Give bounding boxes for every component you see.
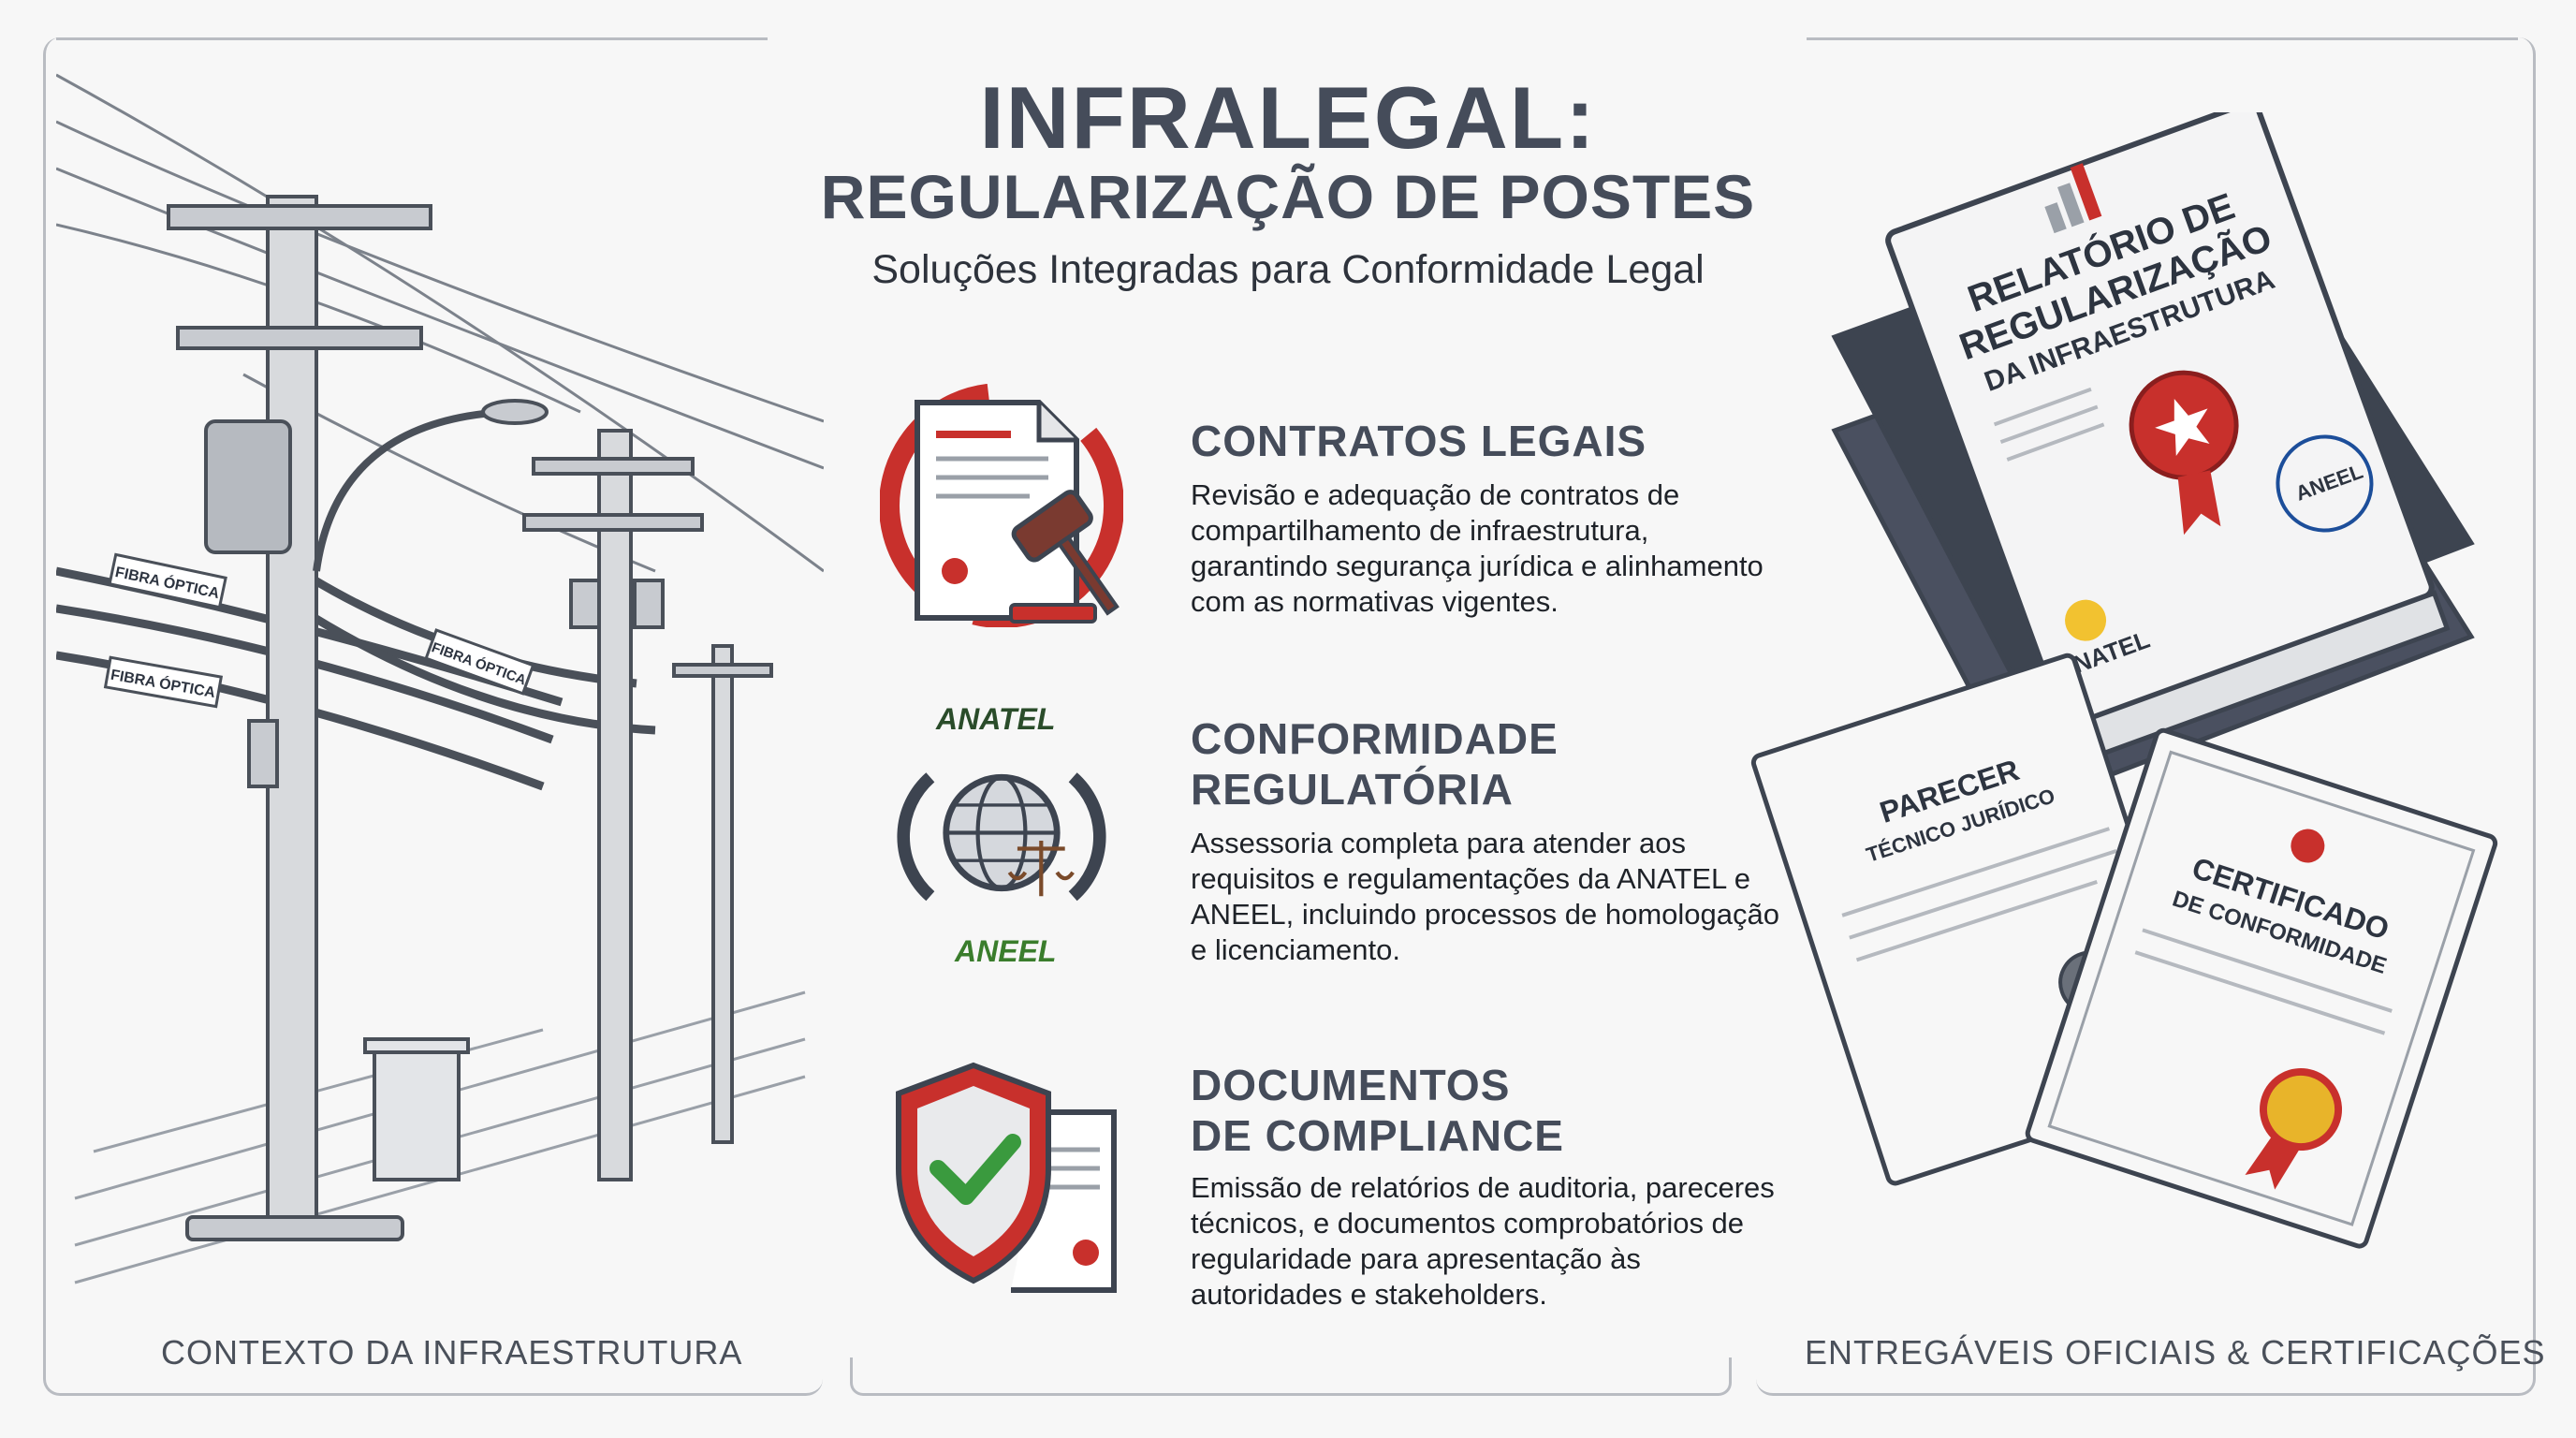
left-panel-frame xyxy=(43,37,823,1396)
cable-label-1: FIBRA ÓPTICA xyxy=(108,552,227,609)
shield-check-icon xyxy=(896,1062,1117,1293)
cable-label-3: FIBRA ÓPTICA xyxy=(103,655,224,709)
utility-poles-illustration: FIBRA ÓPTICA FIBRA ÓPTICA FIBRA ÓPTICA xyxy=(56,73,824,1284)
section-title-line1: DOCUMENTOS xyxy=(1191,1061,1511,1109)
section-title-line2: REGULATÓRIA xyxy=(1191,765,1514,814)
section-body: Assessoria completa para atender aos req… xyxy=(1191,827,1779,966)
anatel-logo-label: ANATEL xyxy=(936,702,1056,736)
section-title: CONTRATOS LEGAIS xyxy=(1191,417,1647,465)
section-body: Emissão de relatórios de auditoria, pare… xyxy=(1191,1171,1775,1311)
section-contratos-legais: CONTRATOS LEGAIS Revisão e adequação de … xyxy=(880,384,1778,655)
street-cabinet xyxy=(363,1037,470,1181)
contract-gavel-icon xyxy=(880,384,1123,627)
section-documentos-compliance: DOCUMENTOS DE COMPLIANCE Emissão de rela… xyxy=(880,1056,1778,1337)
aneel-logo-label: ANEEL xyxy=(955,934,1057,968)
section-title-line1: CONFORMIDADE xyxy=(1191,714,1559,763)
right-panel-caption: ENTREGÁVEIS OFICIAIS & CERTIFICAÇÕES xyxy=(1805,1333,2546,1372)
street-light-head xyxy=(481,399,549,425)
street-light-arm xyxy=(313,408,506,572)
right-panel-top-line xyxy=(1807,37,2518,40)
page-title: INFRALEGAL: xyxy=(979,68,1597,167)
section-body: Revisão e adequação de contratos de comp… xyxy=(1191,478,1764,618)
second-pole xyxy=(522,429,704,1181)
third-pole xyxy=(672,644,773,1144)
left-panel-top-line xyxy=(56,37,768,40)
page-subtitle: Soluções Integradas para Conformidade Le… xyxy=(871,247,1705,292)
globe-scales-icon xyxy=(897,772,1106,902)
right-panel-frame xyxy=(1756,37,2536,1396)
section-title-line2: DE COMPLIANCE xyxy=(1191,1111,1564,1160)
center-panel-bottom-frame xyxy=(850,1357,1732,1396)
section-conformidade-regulatoria: ANATEL ANEEL CONFORMIDADE REGULATÓRIA As… xyxy=(880,700,1779,981)
report-book: RELATÓRIO DE REGULARIZAÇÃO DA INFRAESTRU… xyxy=(1885,112,2451,766)
official-documents-illustration: RELATÓRIO DE REGULARIZAÇÃO DA INFRAESTRU… xyxy=(1750,112,2498,1249)
certificado-document: CERTIFICADO DE CONFORMIDADE xyxy=(2025,727,2498,1249)
main-pole xyxy=(167,195,432,1241)
page-title-line2: REGULARIZAÇÃO DE POSTES xyxy=(820,162,1756,231)
left-panel-caption: CONTEXTO DA INFRAESTRUTURA xyxy=(161,1333,743,1372)
overhead-wires xyxy=(56,73,824,573)
